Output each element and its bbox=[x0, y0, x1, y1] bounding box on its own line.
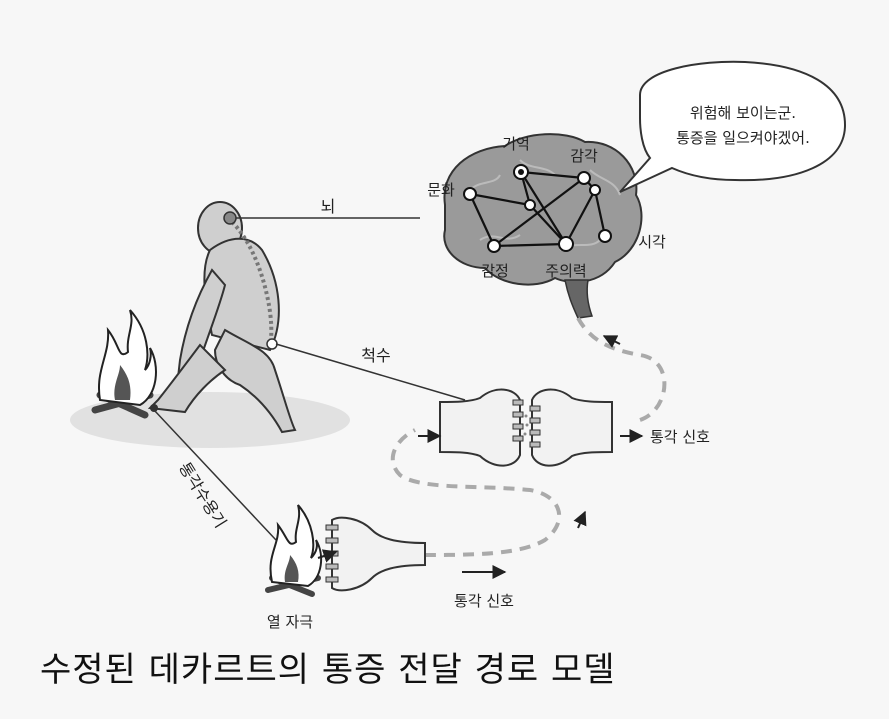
kneeling-person-figure bbox=[147, 201, 297, 434]
label-pain-signal-lower: 통각 신호 bbox=[454, 592, 514, 610]
arrow-fire-to-neuron bbox=[317, 549, 338, 563]
speech-line-2: 통증을 일으켜야겠어. bbox=[676, 129, 810, 147]
figure-caption: 수정된 데카르트의 통증 전달 경로 모델 bbox=[40, 650, 616, 690]
speech-line-1: 위험해 보이는군. bbox=[690, 104, 796, 122]
label-sensation: 감각 bbox=[570, 147, 598, 165]
label-attention: 주의력 bbox=[545, 262, 586, 280]
label-spinal-cord: 척수 bbox=[361, 346, 390, 365]
label-heat-stimulus: 열 자극 bbox=[267, 613, 313, 631]
label-emotion: 감정 bbox=[481, 262, 509, 280]
label-brain: 뇌 bbox=[321, 197, 336, 216]
brain-icon bbox=[443, 133, 643, 319]
label-pain-signal-upper: 통각 신호 bbox=[650, 428, 710, 446]
label-culture: 문화 bbox=[427, 181, 455, 199]
heat-source-fire-icon bbox=[265, 504, 323, 597]
nociceptor-neuron bbox=[325, 516, 426, 592]
label-vision: 시각 bbox=[638, 233, 666, 251]
campfire-icon bbox=[91, 309, 157, 419]
arrow-to-brainstem bbox=[602, 335, 621, 348]
nociceptor-connector-line bbox=[153, 409, 277, 541]
spinal-connector-line bbox=[275, 343, 466, 401]
ascending-pathway-dashes bbox=[390, 317, 667, 557]
label-memory: 기억 bbox=[502, 135, 530, 153]
synapse-neurons bbox=[439, 388, 613, 467]
label-nociceptor: 통각수용기 bbox=[175, 459, 230, 531]
arrow-ascend-right bbox=[573, 510, 587, 529]
speech-bubble bbox=[619, 60, 847, 193]
